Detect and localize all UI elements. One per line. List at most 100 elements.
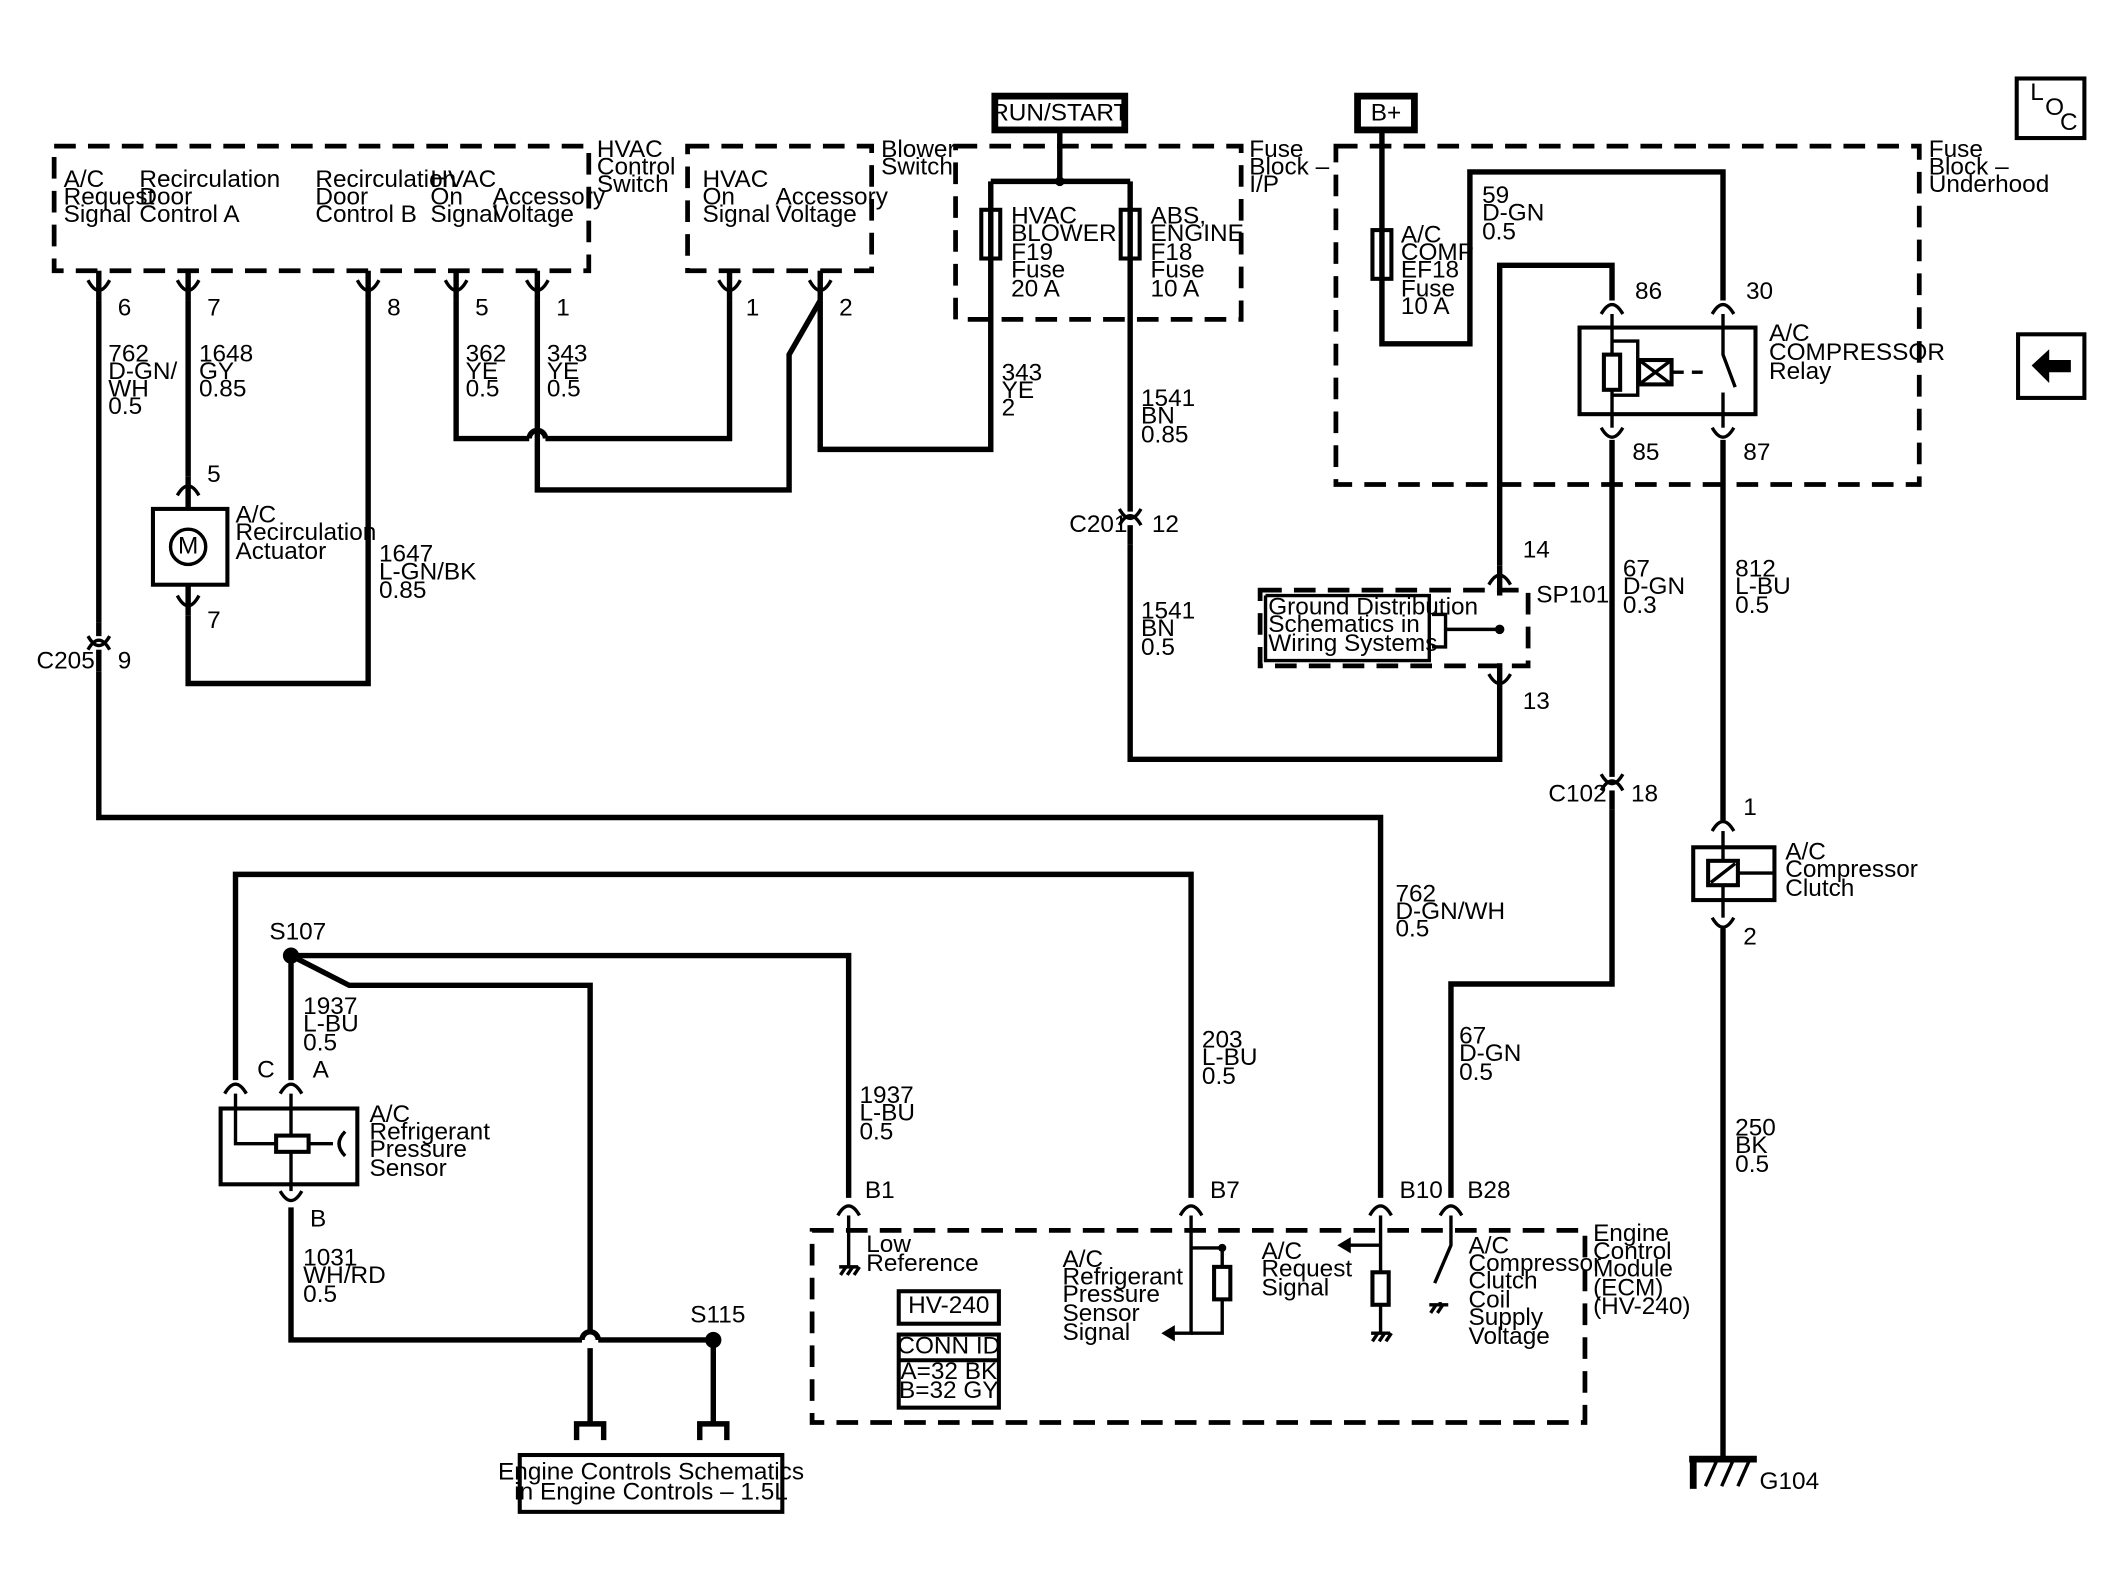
ecm-hv-id: HV-240 (908, 1292, 989, 1319)
relay-coil-resistor (1601, 352, 1623, 392)
wire-362-b (545, 300, 733, 442)
clutch-pin-2: 2 (1743, 924, 1757, 951)
sp101-dot (1494, 624, 1505, 635)
pin-sensor-b (278, 1190, 304, 1203)
wire-203 (232, 871, 1194, 1198)
sp101-pin-14: 14 (1523, 537, 1550, 564)
splice-s115-dot (705, 1331, 722, 1349)
c102-label: C102 (1548, 780, 1606, 807)
sensor-element (274, 1133, 311, 1154)
loc-o: O (2045, 94, 2064, 121)
bplus-feed (1379, 129, 1726, 347)
wire-762-lower (96, 671, 1384, 1198)
actuator-box (150, 506, 230, 587)
pin-sensor-a (278, 1082, 304, 1095)
bplus-box (1354, 92, 1418, 134)
ecm-pin-b1: B1 (865, 1177, 895, 1204)
hvac-pin-7: 7 (207, 294, 221, 321)
wire-1937-ec (289, 953, 593, 1332)
c201-label: C201 (1069, 511, 1127, 538)
ecm-conn-a: A=32 BK (900, 1358, 997, 1385)
pin-85 (1599, 426, 1625, 439)
sp101-box (1257, 587, 1531, 669)
c201-pin: 12 (1152, 511, 1179, 538)
loc-l: L (2030, 79, 2044, 106)
ec-foot-2 (697, 1421, 730, 1441)
relay-pin-30: 30 (1746, 278, 1773, 305)
ecm-sensor-resistor (1212, 1264, 1233, 1302)
back-arrow-icon (2031, 349, 2071, 384)
hvac-pin-8: 8 (387, 294, 401, 321)
ecm-pin-b7: B7 (1210, 1177, 1240, 1204)
wire-362 (453, 300, 530, 442)
sp101-label: SP101 (1536, 581, 1609, 608)
loc-icon[interactable] (2014, 76, 2087, 141)
ecm-request-resistor (1370, 1270, 1391, 1307)
motor-icon (168, 527, 208, 567)
conn-id-box (896, 1332, 1001, 1410)
c102-pin: 18 (1631, 780, 1658, 807)
s107-label: S107 (269, 918, 326, 945)
bplus-label: B+ (1371, 99, 1401, 126)
clutch-pin-1: 1 (1743, 794, 1757, 821)
relay-pin-87: 87 (1743, 439, 1770, 466)
wire-343-a (534, 299, 823, 493)
ecm-conn-b: B=32 GY (899, 1377, 999, 1404)
actuator-pin-7: 7 (207, 607, 221, 634)
relay-pin-86: 86 (1635, 278, 1662, 305)
fuse-f19 (979, 207, 1003, 261)
relay-box (1577, 325, 1758, 417)
wire-1937-hop (579, 1329, 601, 1341)
sensor-box (218, 1106, 360, 1187)
wire-1541-lower (1127, 544, 1503, 763)
sp101-pin-13: 13 (1523, 688, 1550, 715)
ec-foot-1 (573, 1421, 607, 1441)
pin-87 (1710, 426, 1736, 439)
c205-label: C205 (37, 648, 95, 675)
fuse-ef18 (1370, 228, 1394, 281)
hvac-pin-6: 6 (118, 294, 132, 321)
loc-c: C (2060, 109, 2078, 136)
fuse-uh-box (1333, 143, 1922, 487)
actuator-pin-5: 5 (207, 461, 221, 488)
ecm-conn-id: CONN ID (897, 1333, 1000, 1360)
sensor-pin-b: B (310, 1205, 326, 1232)
back-arrow-button[interactable] (2016, 332, 2087, 400)
engine-controls-box[interactable] (517, 1452, 785, 1514)
ground-g104-label: G104 (1760, 1468, 1820, 1495)
blower-pin-1: 1 (746, 294, 760, 321)
wire-59 (1496, 262, 1615, 566)
run-start-box (991, 92, 1129, 134)
